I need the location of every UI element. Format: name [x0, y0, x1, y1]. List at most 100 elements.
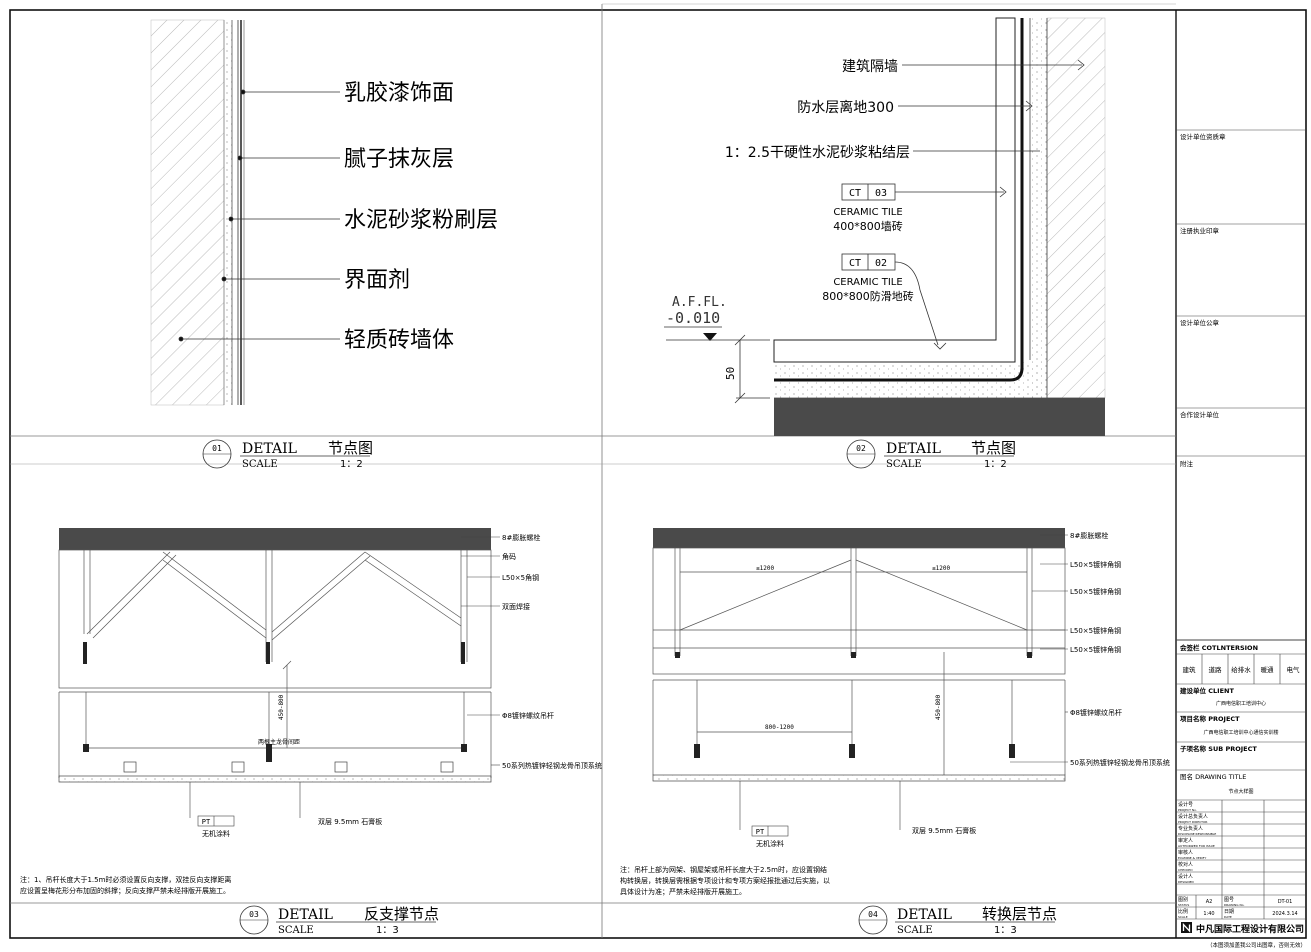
svg-text:800*800防滑地砖: 800*800防滑地砖 — [822, 289, 914, 303]
svg-text:日期: 日期 — [1224, 909, 1234, 915]
footer-note: （本图须加盖我公司出图章，否则无效） — [1207, 941, 1306, 949]
svg-text:比例: 比例 — [1178, 908, 1188, 915]
svg-text:审定人: 审定人 — [1178, 837, 1193, 844]
mortar-label: 1：2.5干硬性水泥砂浆粘结层 — [725, 145, 910, 161]
svg-text:无机涂料: 无机涂料 — [202, 829, 230, 838]
ceiling-slab — [59, 528, 491, 550]
svg-text:03: 03 — [249, 910, 259, 919]
paint-tag: PT 无机涂料 — [197, 815, 235, 838]
wall-label: 建筑隔墙 — [842, 59, 898, 75]
detail-03: 8#膨胀螺栓 角码 L50×5角钢 双面焊接 Φ8镀锌螺纹吊杆 50系列热镀锌轻… — [20, 528, 602, 936]
seal-label: 设计单位资质章 — [1180, 132, 1226, 141]
note: 具体设计为准；严禁未经排版开展施工。 — [620, 887, 746, 896]
svg-text:1：3: 1：3 — [994, 925, 1017, 936]
discipline: 道路 — [1209, 665, 1223, 674]
waterproof-layer — [774, 18, 1024, 382]
material-tag-ct02: CT 02 CERAMIC TILE 800*800防滑地砖 — [822, 253, 914, 303]
svg-text:CERAMIC TILE: CERAMIC TILE — [833, 277, 902, 288]
level-marker: A.F.FL. -0.010 — [664, 295, 770, 341]
svg-text:CT: CT — [849, 188, 861, 199]
svg-text:1：2: 1：2 — [340, 459, 363, 470]
svg-text:-0.010: -0.010 — [666, 309, 720, 327]
partition-wall — [1046, 17, 1106, 399]
svg-text:PT: PT — [202, 818, 211, 826]
paint-tag: PT 无机涂料 — [751, 825, 789, 848]
svg-text:A.F.FL.: A.F.FL. — [672, 295, 727, 310]
carrier-label: 两根主龙骨间距 — [258, 738, 300, 746]
callout: Φ8镀锌螺纹吊杆 — [502, 711, 554, 720]
svg-text:DATE: DATE — [1224, 915, 1232, 919]
svg-text:2024.3.14: 2024.3.14 — [1272, 911, 1297, 917]
svg-text:01: 01 — [212, 444, 222, 453]
callout: Φ8镀锌螺纹吊杆 — [1070, 708, 1122, 717]
note: 注：吊杆上部为网架、钢屋架或吊杆长度大于2.5m时，应设置钢结 — [620, 865, 827, 874]
svg-text:节点图: 节点图 — [971, 439, 1016, 457]
layer-label: 界面剂 — [344, 268, 410, 293]
callout: L50×5镀锌角钢 — [1070, 587, 1121, 596]
sheet-info: 图别 STATUS A2 图号 DRAWING No. DT-01 比例 SCA… — [1178, 896, 1298, 919]
callout: 8#膨胀螺栓 — [502, 533, 540, 542]
subproject-label: 子项名称 SUB PROJECT — [1180, 744, 1257, 753]
title-block: 设计单位资质章 注册执业印章 设计单位公章 合作设计单位 附注 会签栏 COTL… — [1176, 129, 1306, 949]
svg-text:校对人: 校对人 — [1178, 861, 1193, 868]
svg-text:AUTHORIZED FOR ISSUE: AUTHORIZED FOR ISSUE — [1178, 844, 1215, 848]
svg-text:图号: 图号 — [1224, 897, 1234, 903]
svg-text:DETAIL: DETAIL — [886, 441, 941, 457]
svg-text:02: 02 — [856, 444, 866, 453]
callout: L50×5镀锌角钢 — [1070, 560, 1121, 569]
detail-title-03: 03 DETAIL 反支撑节点 SCALE 1：3 — [239, 905, 439, 936]
svg-text:PROJECT DIRECTOR: PROJECT DIRECTOR — [1178, 820, 1207, 824]
svg-text:转换层节点: 转换层节点 — [982, 905, 1057, 923]
svg-text:节点图: 节点图 — [328, 439, 373, 457]
detail-01: 乳胶漆饰面 腻子抹灰层 水泥砂浆粉刷层 界面剂 轻质砖墙体 01 DETAIL … — [150, 19, 498, 470]
board-label: 双层 9.5mm 石膏板 — [318, 817, 382, 826]
svg-text:SCALE: SCALE — [242, 459, 278, 470]
svg-text:设计号: 设计号 — [1178, 801, 1193, 808]
thickness-dimension — [734, 334, 770, 404]
svg-text:DISCIPLINE RESPONSIBLE: DISCIPLINE RESPONSIBLE — [1178, 832, 1216, 836]
dim-text: 450-800 — [278, 694, 285, 720]
svg-text:反支撑节点: 反支撑节点 — [364, 905, 439, 923]
discipline: 暖通 — [1261, 665, 1275, 674]
coop-label: 合作设计单位 — [1180, 410, 1220, 419]
svg-text:DETAIL: DETAIL — [897, 907, 952, 923]
note: 应设置呈梅花形分布加固的斜撑；反向支撑严禁未经排版开展施工。 — [20, 886, 230, 895]
structural-slab — [774, 398, 1105, 436]
svg-text:图别: 图别 — [1178, 896, 1188, 903]
project-value: 广西电信职工培训中心通信实训楼 — [1203, 729, 1278, 736]
dim-text: 50 — [724, 367, 737, 380]
svg-text:SCALE: SCALE — [278, 925, 314, 936]
svg-text:DETAIL: DETAIL — [242, 441, 297, 457]
layer-label: 腻子抹灰层 — [344, 147, 454, 172]
detail-title-04: 04 DETAIL 转换层节点 SCALE 1：3 — [858, 905, 1057, 936]
svg-text:STATUS: STATUS — [1178, 903, 1189, 907]
waterproof-label: 防水层离地300 — [797, 99, 894, 116]
svg-text:PROJECT No.: PROJECT No. — [1178, 808, 1197, 812]
svg-text:SCALE: SCALE — [897, 925, 933, 936]
note: 注：1、吊杆长度大于1.5m时必须设置反向支撑，双挂反向支撑距离 — [20, 875, 231, 884]
seal-label: 注册执业印章 — [1180, 226, 1220, 235]
dim-text: ≤1200 — [756, 565, 774, 572]
svg-text:审核人: 审核人 — [1178, 849, 1193, 856]
svg-text:CHECKED: CHECKED — [1178, 868, 1193, 872]
callout: 50系列热镀锌轻钢龙骨吊顶系统 — [1070, 758, 1170, 767]
discipline: 电气 — [1287, 665, 1301, 674]
svg-text:03: 03 — [875, 188, 887, 199]
discipline: 建筑 — [1183, 665, 1197, 674]
detail-title-01: 01 DETAIL 节点图 SCALE 1：2 — [202, 439, 373, 470]
client-value: 广西电信职工培训中心 — [1216, 700, 1266, 707]
layer-label: 轻质砖墙体 — [344, 328, 454, 353]
company-logo-icon — [1181, 922, 1192, 933]
svg-text:DT-01: DT-01 — [1278, 899, 1293, 905]
gypsum-board — [652, 774, 1066, 782]
dim-text: 450-800 — [935, 694, 942, 720]
svg-text:CERAMIC TILE: CERAMIC TILE — [833, 207, 902, 218]
svg-text:400*800墙砖: 400*800墙砖 — [833, 219, 903, 233]
countersign-label: 会签栏 COTLNTERSION — [1180, 643, 1258, 652]
svg-text:DRAWING No.: DRAWING No. — [1224, 903, 1245, 907]
drawing-title-value: 节点大样图 — [1228, 788, 1253, 795]
svg-text:SCALE: SCALE — [886, 459, 922, 470]
svg-text:DETAIL: DETAIL — [278, 907, 333, 923]
callout: L50×5镀锌角钢 — [1070, 626, 1121, 635]
